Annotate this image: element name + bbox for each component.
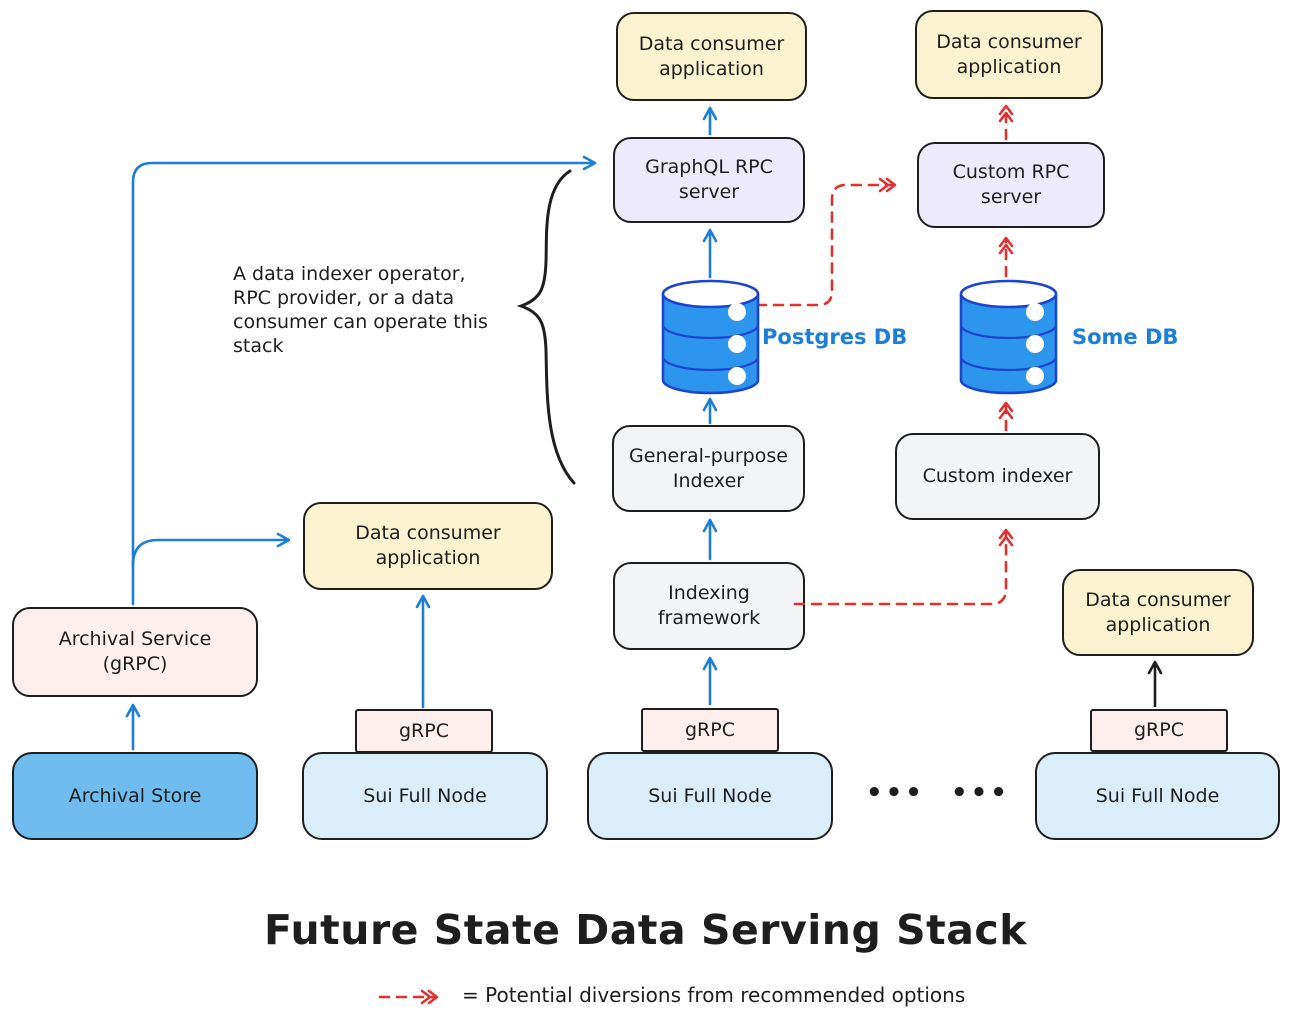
- node-grpc-port-center: gRPC: [641, 708, 779, 752]
- postgres-db-cylinder-icon: [661, 279, 760, 395]
- node-sui-full-node-center: Sui Full Node: [587, 752, 833, 840]
- node-general-purpose-indexer: General-purpose Indexer: [612, 425, 805, 512]
- some-db-cylinder-icon: [959, 279, 1058, 395]
- postgres-db-label: Postgres DB: [762, 325, 908, 349]
- diagram-title: Future State Data Serving Stack: [264, 906, 1027, 954]
- some-db-label: Some DB: [1072, 325, 1179, 349]
- curly-brace-icon: [516, 169, 576, 485]
- more-nodes-ellipsis: •••: [866, 778, 925, 808]
- arrow-service-to-dca-mid: [131, 532, 291, 567]
- node-grpc-port-mid: gRPC: [355, 709, 493, 753]
- legend-label: = Potential diversions from recommended …: [462, 983, 966, 1007]
- node-indexing-framework: Indexing framework: [613, 562, 805, 650]
- node-data-consumer-app-center-top: Data consumer application: [616, 12, 807, 101]
- node-data-consumer-app-mid: Data consumer application: [303, 502, 553, 590]
- node-custom-indexer: Custom indexer: [895, 433, 1100, 520]
- node-graphql-rpc-server: GraphQL RPC server: [613, 137, 805, 223]
- node-archival-store: Archival Store: [12, 752, 258, 840]
- node-data-consumer-app-right: Data consumer application: [1062, 569, 1254, 656]
- more-nodes-ellipsis: •••: [951, 778, 1010, 808]
- node-custom-rpc-server: Custom RPC server: [917, 142, 1105, 228]
- arrow-framework-to-custom-indexer: [793, 528, 1014, 606]
- node-archival-service: Archival Service (gRPC): [12, 607, 258, 697]
- node-sui-full-node-mid: Sui Full Node: [302, 752, 548, 840]
- node-sui-full-node-right: Sui Full Node: [1035, 752, 1280, 840]
- operator-annotation: A data indexer operator, RPC provider, o…: [233, 263, 488, 357]
- node-data-consumer-app-right-top: Data consumer application: [915, 10, 1103, 99]
- node-grpc-port-right: gRPC: [1090, 709, 1228, 752]
